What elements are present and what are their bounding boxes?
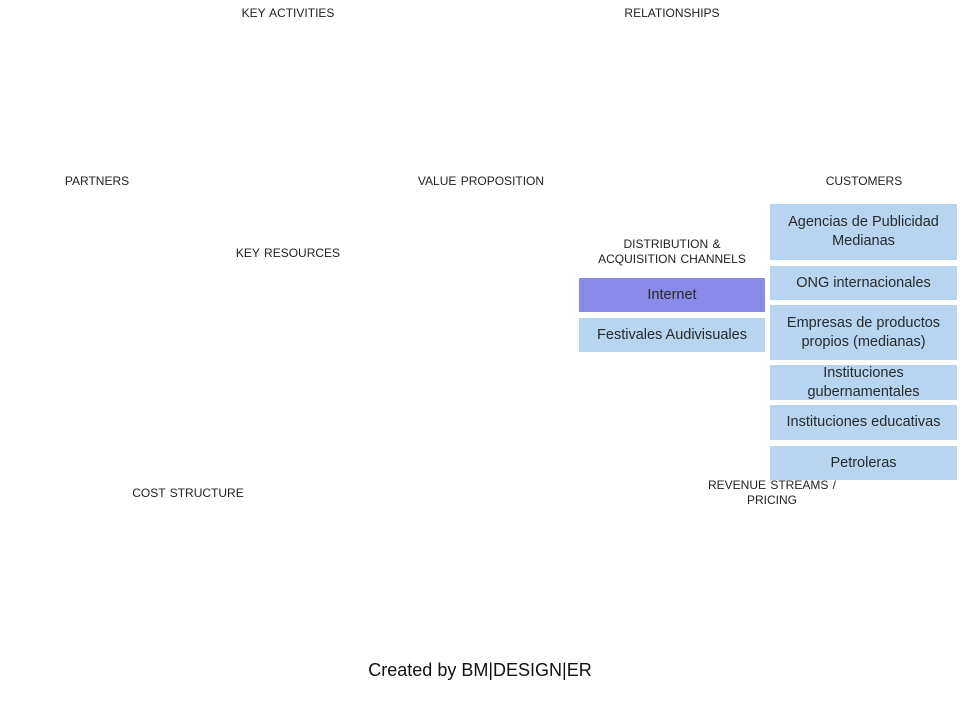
cost-structure-label: COST STRUCTURE [132,486,244,500]
channel-internet: Internet [579,278,765,312]
revenue-streams-label: REVENUE STREAMS / PRICING [707,478,837,507]
customer-instituciones-educativas: Instituciones educativas [770,405,957,440]
customer-instituciones-gubernamentales: Instituciones gubernamentales [770,365,957,400]
key-resources-label: KEY RESOURCES [235,246,341,260]
customer-agencias-publicidad: Agencias de Publicidad Medianas [770,204,957,260]
channel-festivales-audiovisuales: Festivales Audivisuales [579,318,765,352]
customers-label: CUSTOMERS [825,174,903,188]
partners-label: PARTNERS [64,174,130,188]
key-activities-label: KEY ACTIVITIES [241,6,335,20]
distribution-channels-label: DISTRIBUTION & ACQUISITION CHANNELS [598,237,746,266]
relationships-label: RELATIONSHIPS [624,6,720,20]
customer-empresas-productos-propios: Empresas de productos propios (medianas) [770,305,957,360]
value-proposition-label: VALUE PROPOSITION [417,174,545,188]
footer-credit: Created by BM|DESIGN|ER [368,660,592,680]
customer-ong-internacionales: ONG internacionales [770,266,957,300]
customer-petroleras: Petroleras [770,446,957,480]
